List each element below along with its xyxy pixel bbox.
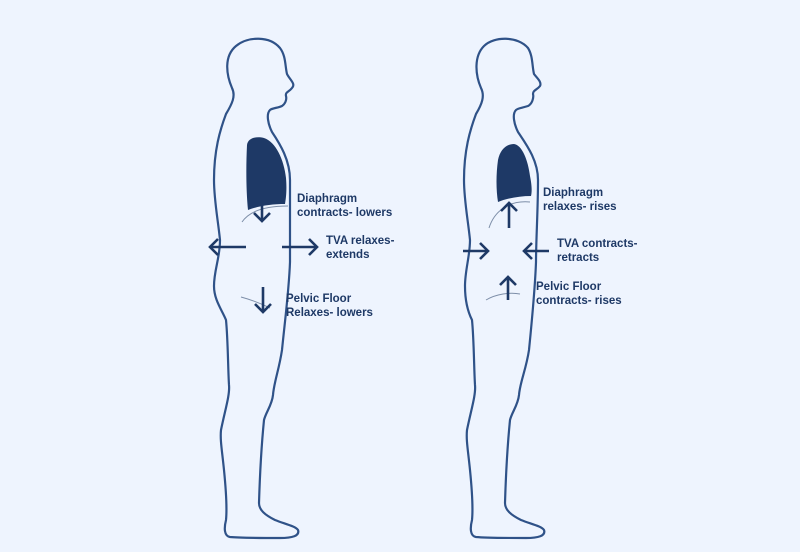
arrow-left-tva-left	[208, 238, 246, 256]
arrow-right-tva-right	[463, 242, 490, 260]
body-outline-right	[462, 37, 546, 540]
label-diaphragm-exhale-line1: Diaphragm	[543, 187, 604, 199]
label-diaphragm-inhale-line2: contracts- lowers	[297, 207, 393, 219]
arrow-right-tva-left	[282, 238, 319, 256]
figure-exhale	[462, 37, 549, 540]
pelvic-arc-right	[485, 292, 521, 301]
label-pelvic-floor-inhale-line2: Relaxes- lowers	[286, 307, 373, 319]
label-tva-inhale: TVA relaxes- extends	[326, 234, 394, 262]
arrow-left-tva-right	[522, 242, 549, 260]
label-diaphragm-inhale-line1: Diaphragm	[297, 193, 358, 205]
label-pelvic-floor-inhale-line1: Pelvic Floor	[286, 293, 352, 305]
arrow-up-diaphragm-right	[500, 201, 518, 228]
label-tva-inhale-line2: extends	[326, 249, 370, 261]
label-pelvic-floor-exhale-line1: Pelvic Floor	[536, 281, 602, 293]
label-tva-exhale-line2: retracts	[557, 252, 600, 264]
arrow-up-pelvic-right	[499, 275, 517, 300]
lung-right	[496, 144, 532, 202]
pelvic-arc-left	[240, 296, 271, 309]
body-outline-left	[212, 37, 300, 540]
arrow-down-pelvic-left	[254, 287, 272, 314]
lung-left	[246, 137, 287, 210]
label-diaphragm-exhale-line2: relaxes- rises	[543, 201, 617, 213]
label-pelvic-floor-inhale: Pelvic Floor Relaxes- lowers	[286, 292, 373, 320]
diaphragm-arc-left	[241, 205, 289, 223]
arrow-down-diaphragm-left	[253, 203, 271, 223]
figure-inhale	[208, 37, 319, 540]
label-pelvic-floor-exhale-line2: contracts- rises	[536, 295, 622, 307]
label-diaphragm-inhale: Diaphragm contracts- lowers	[297, 192, 392, 220]
label-tva-inhale-line1: TVA relaxes-	[326, 235, 395, 247]
label-tva-exhale: TVA contracts- retracts	[557, 237, 638, 265]
label-diaphragm-exhale: Diaphragm relaxes- rises	[543, 186, 617, 214]
label-tva-exhale-line1: TVA contracts-	[557, 238, 638, 250]
label-pelvic-floor-exhale: Pelvic Floor contracts- rises	[536, 280, 622, 308]
